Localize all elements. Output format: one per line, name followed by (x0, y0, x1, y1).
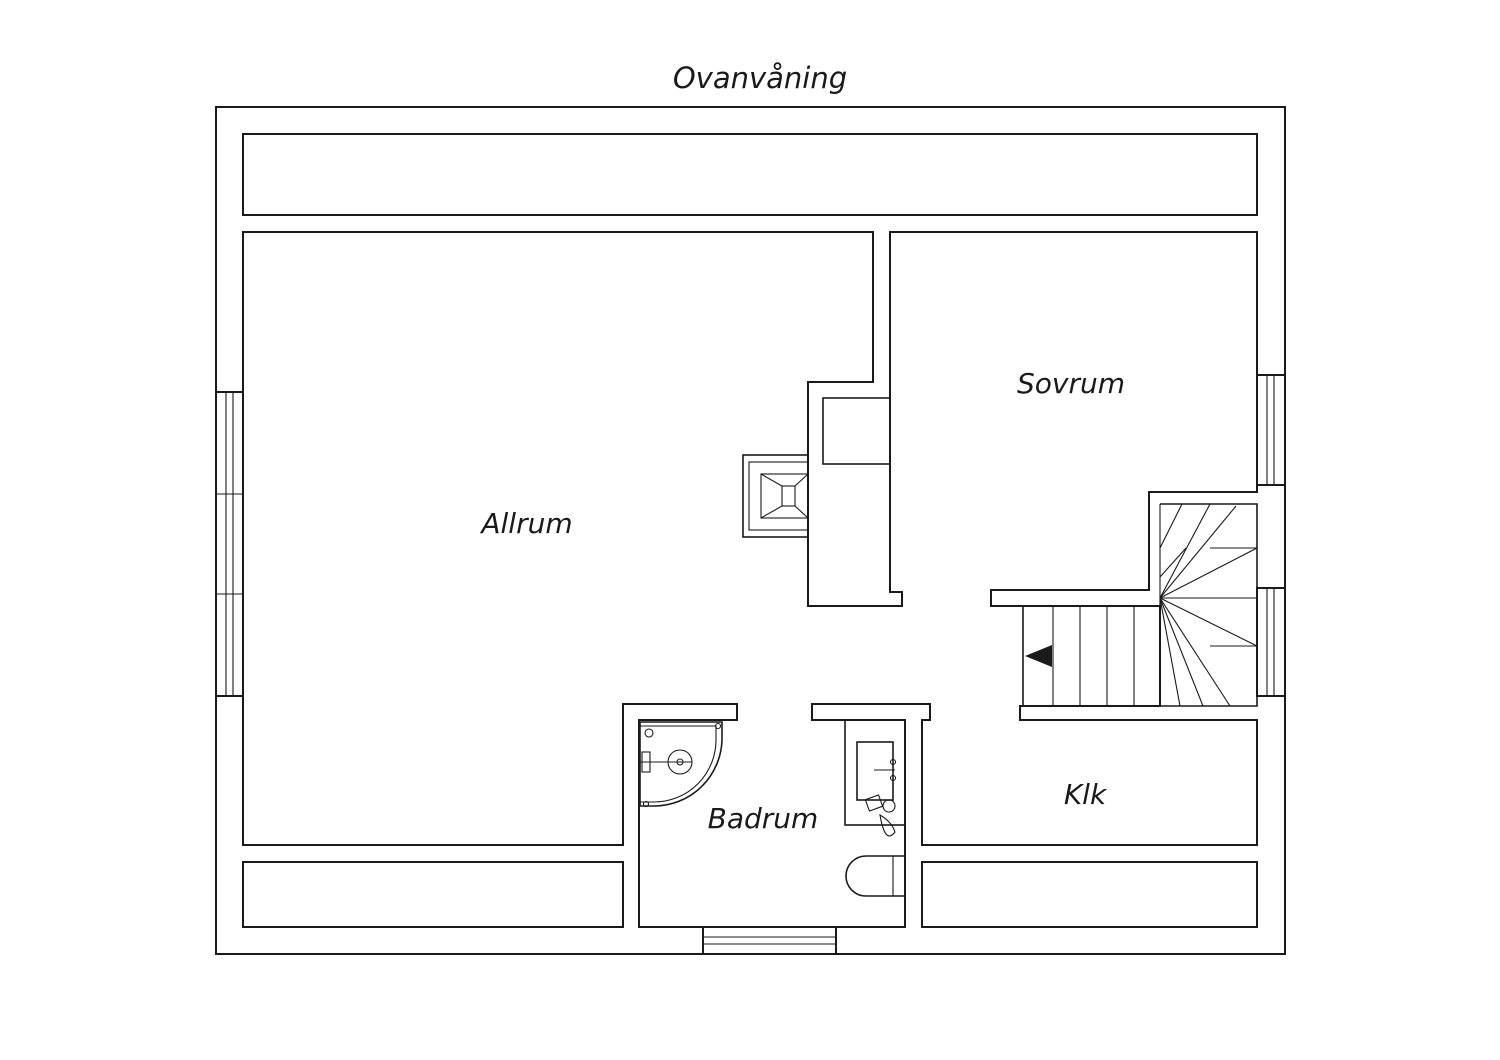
toilet-icon (845, 855, 905, 897)
stair-icon (1022, 503, 1258, 707)
room-label-allrum: Allrum (479, 507, 572, 540)
stair-direction-arrow-icon (1025, 645, 1052, 667)
room-label-sovrum: Sovrum (1017, 367, 1125, 400)
room-label-badrum: Badrum (708, 802, 819, 835)
window-icon (1256, 587, 1286, 697)
chimney-icon (742, 454, 809, 538)
window-icon (702, 926, 837, 955)
room-label-klk: Klk (1064, 778, 1108, 811)
window-icon (215, 391, 244, 697)
shower-icon (639, 721, 723, 808)
wall-niche (822, 397, 891, 465)
sink-icon (844, 719, 906, 837)
floor-title: Ovanvåning (673, 61, 847, 95)
walls (215, 106, 1286, 955)
window-icon (1256, 374, 1286, 486)
